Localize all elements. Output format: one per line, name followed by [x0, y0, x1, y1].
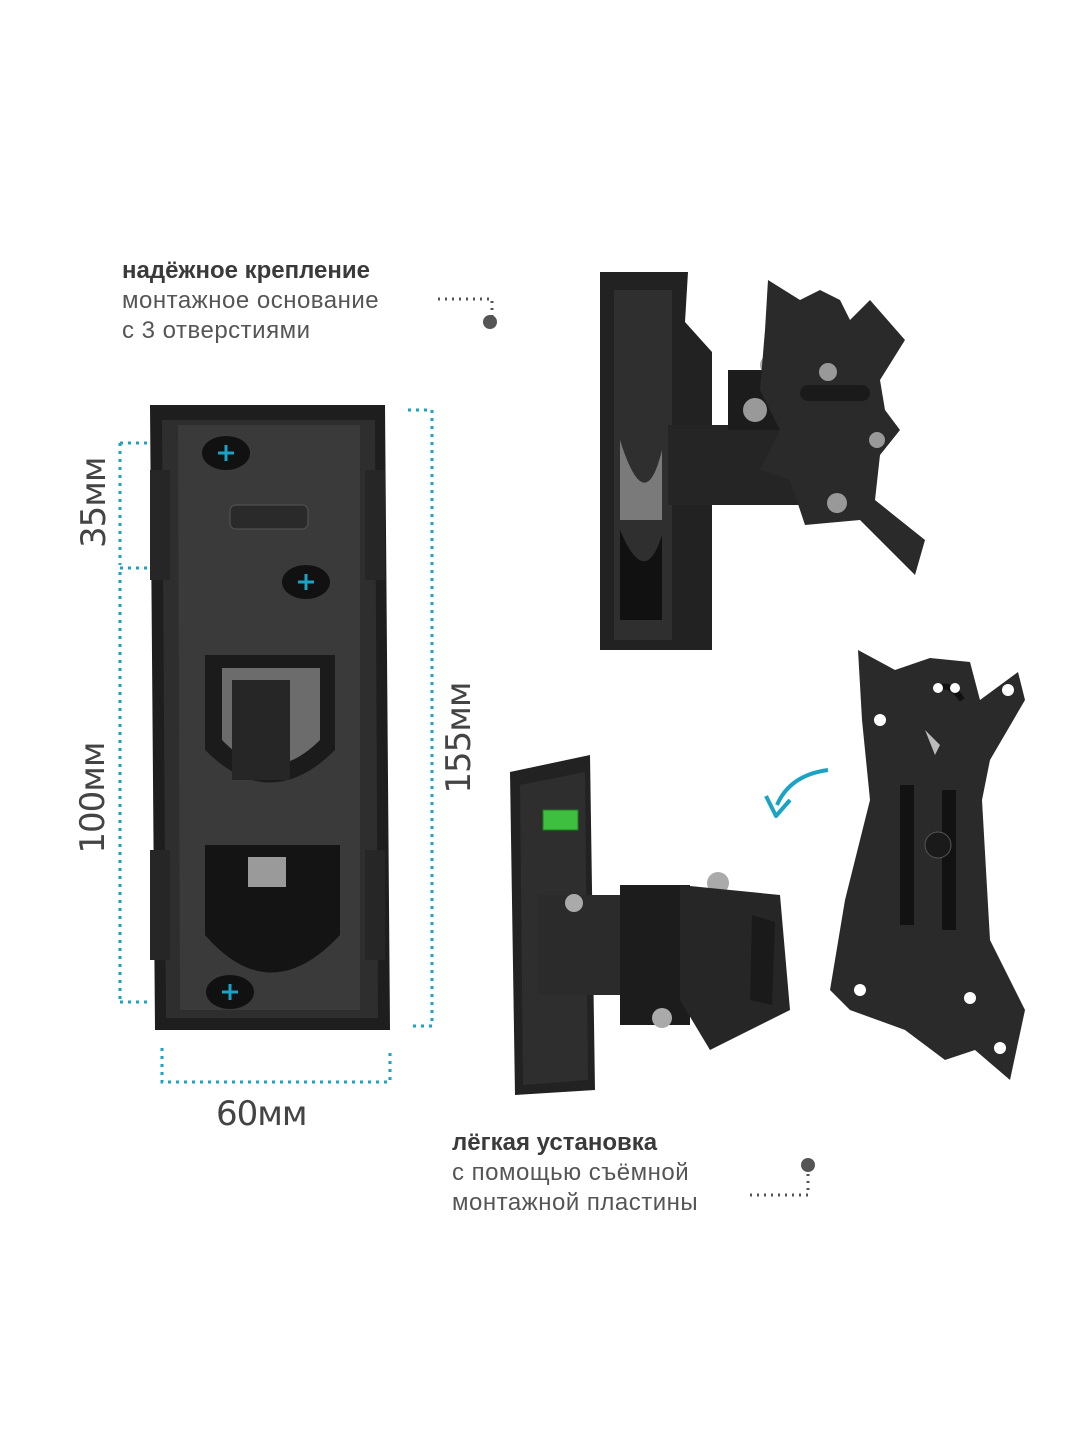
caption-easy-install: лёгкая установка с помощью съёмной монта…	[452, 1128, 698, 1218]
dimension-60mm: 60мм	[216, 1094, 308, 1134]
leader-line-bottom	[750, 1170, 810, 1197]
caption-heading: надёжное крепление	[122, 257, 371, 284]
bracket-side-view	[510, 755, 790, 1095]
leader-dot-bottom	[801, 1158, 815, 1172]
caption-line: монтажное основание	[122, 287, 380, 314]
mount-hole-plus-icon	[282, 565, 330, 599]
wall-base-front-view	[150, 405, 390, 1030]
bracket-assembled-view	[600, 272, 925, 650]
caption-heading: лёгкая установка	[452, 1129, 658, 1156]
leader-line-top	[438, 297, 494, 318]
caption-reliable-mount: надёжное крепление монтажное основание с…	[122, 256, 379, 346]
dimension-lines	[118, 408, 434, 1084]
mount-hole-plus-icon	[202, 436, 250, 470]
mount-hole-plus-icon	[206, 975, 254, 1009]
caption-line: с 3 отверстиями	[122, 317, 311, 344]
caption-line: монтажной пластины	[452, 1189, 699, 1216]
rotation-arrow-icon	[764, 768, 829, 818]
caption-line: с помощью съёмной	[452, 1159, 690, 1186]
removable-mounting-plate	[830, 650, 1025, 1080]
leader-dot-top	[483, 315, 497, 329]
bubble-level	[542, 809, 579, 831]
